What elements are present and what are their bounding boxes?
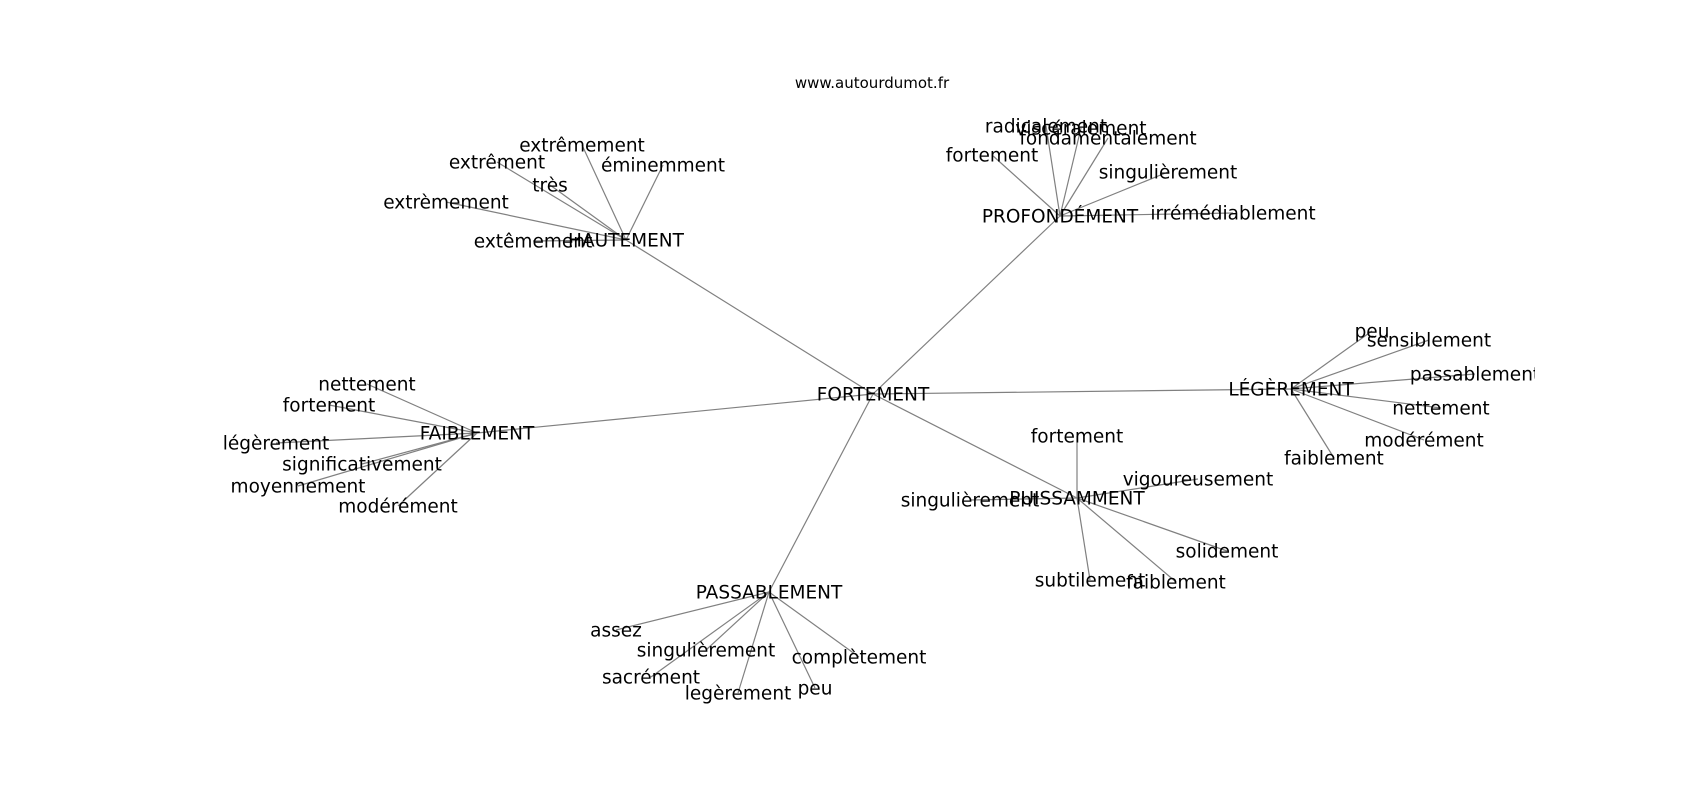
edge-hautement-leaf-4 [445, 201, 627, 241]
leaf-label-legerement-5: faiblement [1284, 449, 1384, 470]
edge-legerement-leaf-4 [1290, 388, 1425, 441]
graph-plot: FORTEMENT HAUTEMENT extrêmementextrêmenttr… [223, 117, 1540, 705]
center-node-label: FORTEMENT [817, 385, 930, 406]
leaf-label-profondement-0: radicalement [985, 117, 1107, 138]
leaf-label-faiblement-3: significativement [282, 455, 442, 476]
leaf-label-passablement-4: legèrement [685, 684, 792, 705]
edge-center-legerement [872, 388, 1292, 395]
cluster-label-puissamment: PUISSAMMENT [1009, 489, 1145, 510]
cluster-label-passablement: PASSABLEMENT [696, 583, 843, 604]
edge-profondement-leaf-0 [1045, 125, 1061, 217]
cluster-label-legerement: LÉGÈREMENT [1228, 379, 1354, 401]
leaf-label-puissamment-2: singulièrement [901, 491, 1040, 512]
leaf-label-puissamment-1: vigoureusement [1123, 470, 1274, 491]
leaf-label-profondement-4: singulièrement [1099, 163, 1238, 184]
leaf-label-faiblement-4: moyennement [231, 477, 366, 498]
edge-hautement-leaf-0 [581, 144, 627, 241]
edge-passablement-leaf-1 [705, 591, 770, 651]
leaf-label-hautement-1: extrêment [449, 153, 545, 174]
edge-passablement-leaf-0 [615, 591, 770, 631]
edge-legerement-leaf-1 [1290, 339, 1430, 390]
edge-passablement-leaf-5 [768, 591, 816, 689]
edges-layer [275, 125, 1476, 694]
leaf-label-hautement-5: extêmement [474, 232, 592, 253]
leaf-label-profondement-5: irrémédiablement [1150, 204, 1315, 225]
edge-hautement-leaf-1 [496, 161, 627, 241]
leaf-label-puissamment-5: faiblement [1126, 573, 1226, 594]
edge-legerement-leaf-0 [1290, 330, 1373, 390]
edge-center-profondement [872, 215, 1061, 395]
edge-puissamment-leaf-3 [1076, 497, 1228, 552]
edge-center-passablement [768, 393, 874, 593]
leaf-label-faiblement-5: modérément [338, 497, 457, 518]
leaf-label-passablement-1: singulièrement [637, 641, 776, 662]
edge-legerement-leaf-3 [1290, 388, 1442, 409]
leaf-label-hautement-0: extrêmement [519, 136, 645, 157]
edge-faiblement-leaf-5 [397, 432, 478, 507]
edge-hautement-leaf-2 [549, 184, 627, 241]
leaf-label-hautement-2: très [532, 176, 567, 197]
leaf-label-passablement-5: peu [798, 679, 833, 700]
edge-passablement-leaf-2 [650, 591, 770, 678]
leaf-label-profondement-1: viscéralement [1015, 119, 1146, 140]
edge-puissamment-leaf-5 [1076, 497, 1177, 583]
leaf-label-passablement-0: assez [590, 621, 642, 642]
leaf-label-legerement-3: nettement [1392, 399, 1489, 420]
edge-faiblement-leaf-4 [297, 432, 478, 487]
leaf-label-passablement-2: sacrément [602, 668, 700, 689]
edge-passablement-leaf-4 [737, 591, 770, 694]
edge-puissamment-leaf-4 [1076, 497, 1091, 581]
leaf-label-legerement-1: sensiblement [1367, 331, 1491, 352]
leaf-label-hautement-3: éminemment [601, 156, 725, 177]
leaf-label-legerement-0: peu [1355, 322, 1390, 343]
site-caption: www.autourdumot.fr [795, 74, 950, 92]
edge-profondement-leaf-3 [991, 154, 1061, 217]
edge-center-puissamment [872, 393, 1078, 499]
leaf-label-puissamment-4: subtilement [1035, 571, 1145, 592]
cluster-label-profondement: PROFONDÉMENT [982, 206, 1139, 228]
leaf-label-hautement-4: extrèmement [383, 193, 509, 214]
edge-passablement-leaf-3 [768, 591, 860, 658]
edge-profondement-leaf-2 [1059, 137, 1109, 217]
edge-profondement-leaf-5 [1059, 212, 1234, 217]
edge-puissamment-leaf-1 [1076, 478, 1199, 499]
leaf-label-faiblement-1: fortement [283, 396, 375, 417]
leaf-label-legerement-2: passablement [1410, 365, 1540, 386]
edge-faiblement-leaf-0 [366, 383, 478, 434]
cluster-label-faiblement: FAIBLEMENT [420, 424, 535, 445]
edge-faiblement-leaf-2 [275, 432, 478, 444]
leaf-label-faiblement-0: nettement [318, 375, 415, 396]
edge-hautement-leaf-3 [625, 164, 664, 241]
edge-legerement-leaf-2 [1290, 373, 1476, 390]
edge-puissamment-leaf-2 [969, 497, 1078, 501]
edge-profondement-leaf-4 [1059, 171, 1169, 217]
leaf-label-profondement-3: fortement [946, 146, 1038, 167]
edge-faiblement-leaf-1 [328, 404, 478, 434]
labels-layer: FORTEMENT HAUTEMENT extrêmementextrêmenttr… [223, 117, 1540, 705]
edge-legerement-leaf-5 [1290, 388, 1335, 459]
leaf-label-puissamment-3: solidement [1176, 542, 1279, 563]
cluster-label-hautement: HAUTEMENT [568, 231, 685, 252]
leaf-label-legerement-4: modérément [1364, 431, 1483, 452]
edge-center-faiblement [476, 393, 874, 434]
leaf-label-profondement-2: fondamentalement [1019, 129, 1196, 150]
edge-profondement-leaf-1 [1059, 127, 1082, 217]
leaf-label-puissamment-0: fortement [1031, 427, 1123, 448]
edge-hautement-leaf-5 [532, 239, 627, 242]
leaf-label-passablement-3: complètement [792, 648, 927, 669]
edge-center-hautement [625, 239, 874, 395]
leaf-label-faiblement-2: légèrement [223, 434, 330, 455]
